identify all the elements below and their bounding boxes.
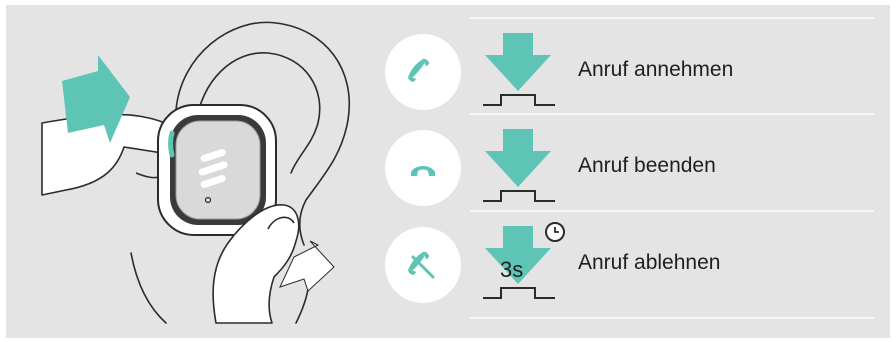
long-press-icon — [481, 220, 577, 306]
action-row-reject: 3s Anruf ablehnen — [385, 216, 881, 312]
action-label: Anruf annehmen — [578, 58, 733, 82]
icon-circle — [385, 130, 461, 206]
icon-circle — [385, 227, 461, 303]
row-divider — [470, 317, 874, 319]
clock-icon — [546, 223, 564, 241]
row-divider — [470, 17, 874, 19]
earbud-usage-illustration — [6, 5, 386, 338]
press-duration-label: 3s — [500, 257, 523, 283]
short-press-icon — [481, 27, 561, 113]
action-label: Anruf beenden — [578, 154, 716, 178]
phone-reject-icon — [385, 227, 461, 303]
action-row-end: Anruf beenden — [385, 119, 881, 215]
phone-hangup-icon — [385, 130, 461, 206]
action-label: Anruf ablehnen — [578, 251, 720, 275]
icon-circle — [385, 34, 461, 110]
phone-answer-icon — [385, 34, 461, 110]
action-row-answer: Anruf annehmen — [385, 23, 881, 119]
short-press-icon — [481, 123, 561, 209]
